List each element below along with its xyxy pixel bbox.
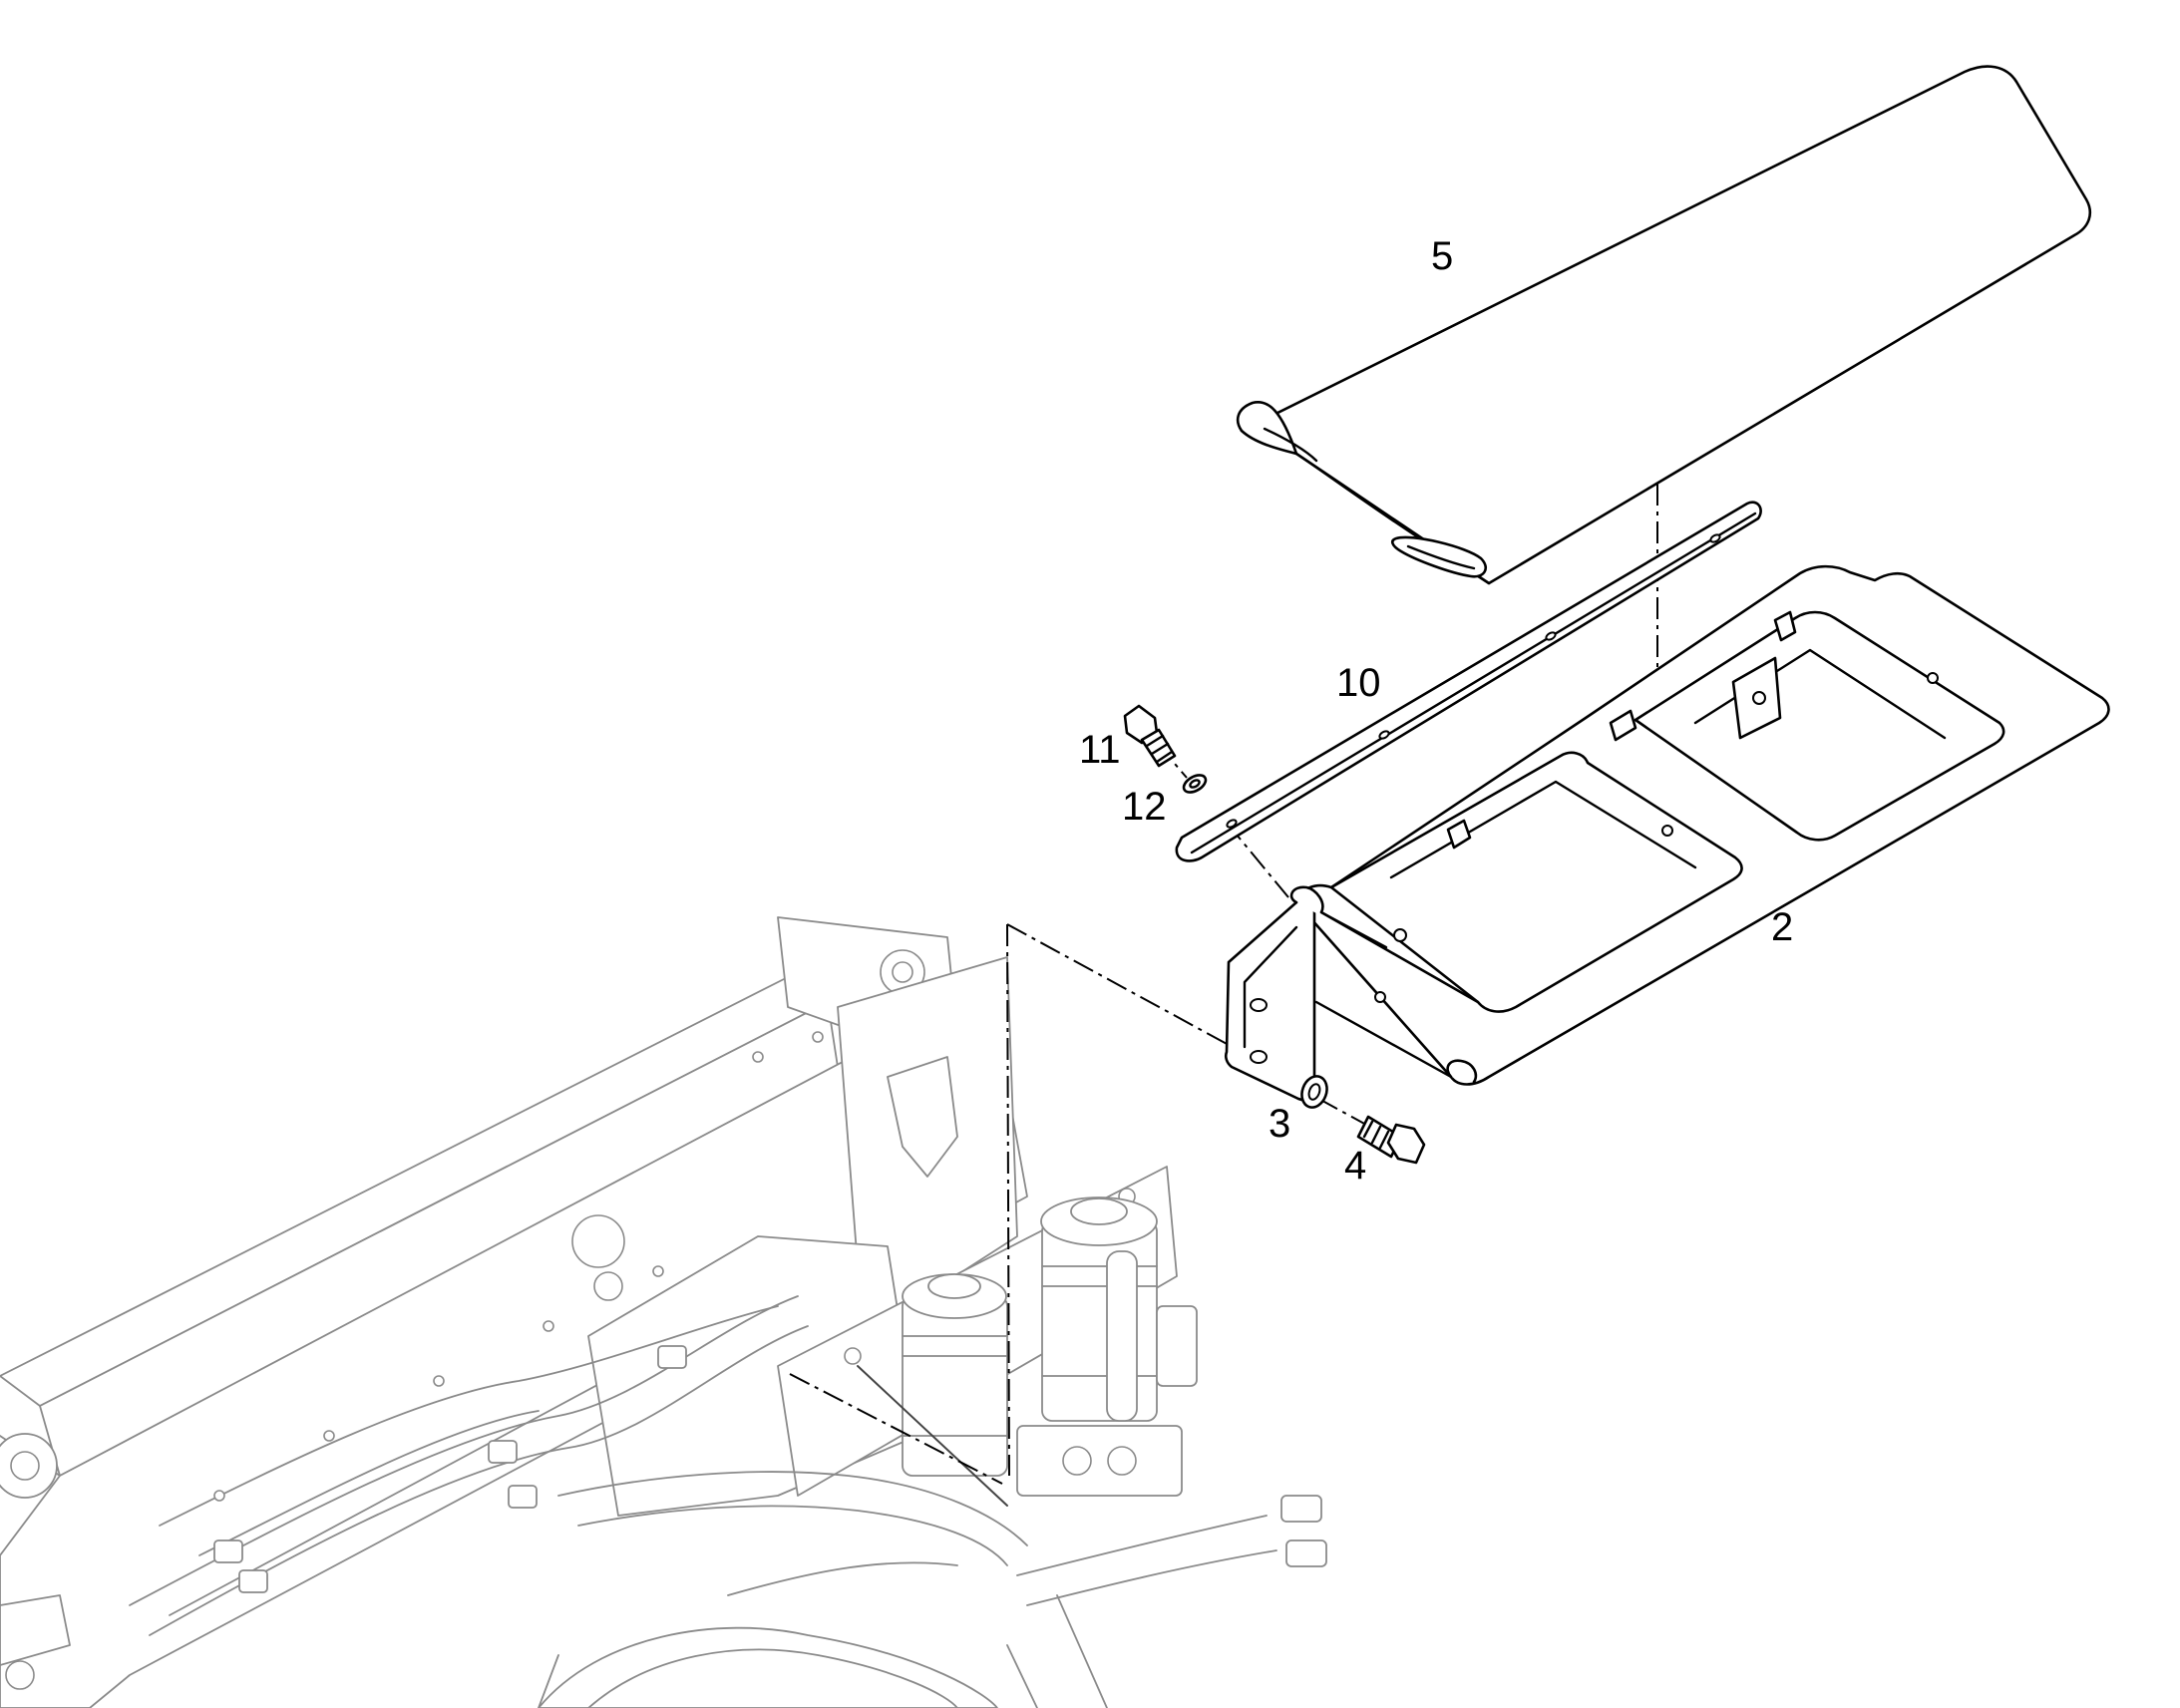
- callout-part-3: 3: [1269, 1102, 1290, 1146]
- part-5-top-cover: [1236, 65, 2091, 585]
- callout-part-4: 4: [1344, 1144, 1366, 1188]
- callout-part-10: 10: [1336, 661, 1381, 705]
- part-4-bolt: [1356, 1115, 1426, 1165]
- callout-part-11: 11: [1079, 728, 1121, 772]
- part-11-bolt: [1123, 704, 1177, 768]
- machine-frame-assembly: [0, 916, 1327, 1708]
- callout-part-5: 5: [1431, 234, 1453, 278]
- part-10-mounting-strip: [1175, 501, 1762, 862]
- callout-part-2: 2: [1771, 905, 1793, 949]
- part-3-washer: [1300, 1075, 1328, 1109]
- part-2-main-bracket: [1224, 564, 2110, 1102]
- callout-part-12: 12: [1122, 785, 1167, 829]
- part-12-washer: [1182, 774, 1208, 794]
